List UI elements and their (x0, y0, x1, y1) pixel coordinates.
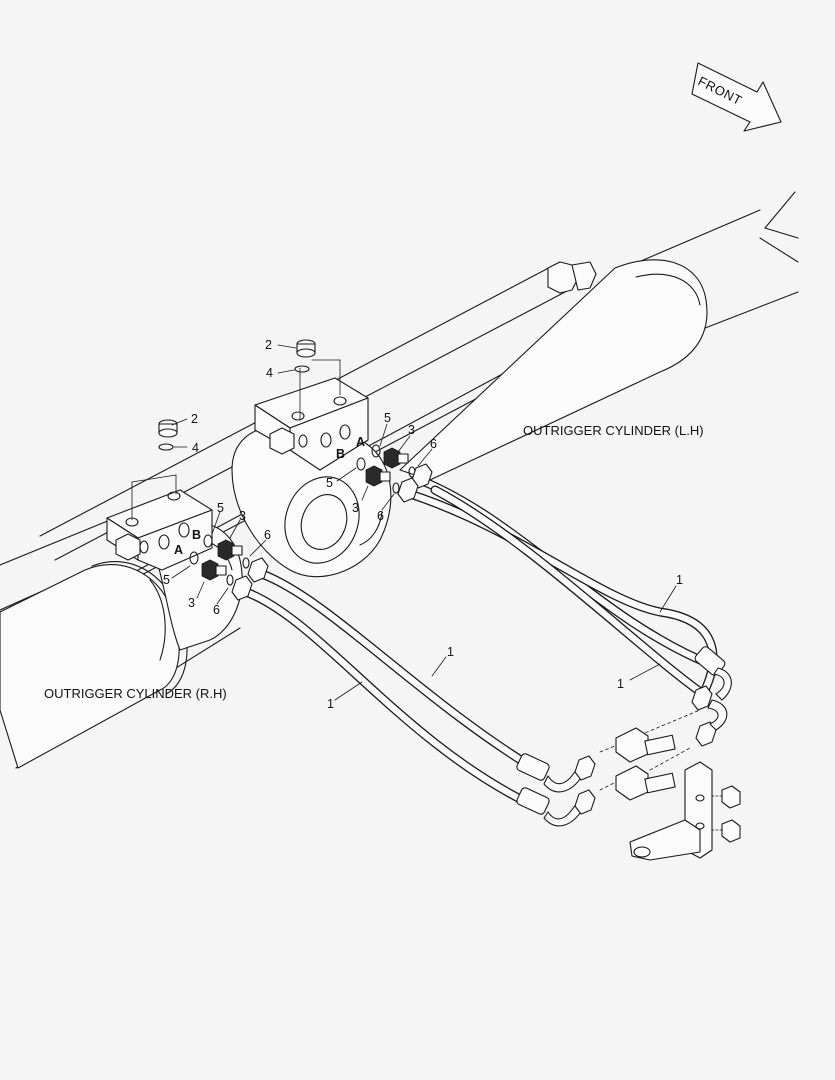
port-b-lh: B (336, 447, 345, 461)
callout-1-rh-lower: 1 (327, 697, 334, 711)
callout-5-rh-b: 5 (217, 501, 224, 515)
callout-6-lh-b: 6 (377, 509, 384, 523)
hose-end-fittings (231, 463, 732, 827)
lh-cylinder (17, 191, 799, 641)
callout-1-lh-lower: 1 (617, 677, 624, 691)
rh-cylinder (0, 474, 243, 769)
callout-leaders (171, 344, 677, 701)
callout-3-lh-b: 3 (352, 501, 359, 515)
callout-4-rh: 4 (192, 441, 199, 455)
callout-1-rh-upper: 1 (447, 645, 454, 659)
tee-fittings-bracket (599, 709, 741, 861)
callout-2-rh: 2 (191, 412, 198, 426)
callout-5-lh-b: 5 (326, 476, 333, 490)
rh-fittings (189, 534, 250, 586)
port-a-lh: A (356, 435, 365, 449)
callout-6-rh-a: 6 (213, 603, 220, 617)
callout-3-rh-a: 3 (188, 596, 195, 610)
port-a-rh: A (174, 543, 183, 557)
callout-6-lh-a: 6 (430, 437, 437, 451)
lh-plug (294, 339, 316, 373)
callout-3-lh-a: 3 (408, 423, 415, 437)
lh-cylinder-title: OUTRIGGER CYLINDER (L.H) (523, 423, 704, 438)
callout-5-lh-a: 5 (384, 411, 391, 425)
callout-4-lh: 4 (266, 366, 273, 380)
rh-plug (158, 419, 178, 451)
callout-2-lh: 2 (265, 338, 272, 352)
rh-cylinder-title: OUTRIGGER CYLINDER (R.H) (44, 686, 227, 701)
front-direction-arrow: FRONT (691, 62, 782, 132)
callout-6-rh-b: 6 (264, 528, 271, 542)
port-b-rh: B (192, 528, 201, 542)
callout-5-rh-a: 5 (163, 573, 170, 587)
callout-1-lh-upper: 1 (676, 573, 683, 587)
callout-labels: 2 4 2 4 5 A 3 6 B 5 3 6 5 B 3 6 A 5 3 6 … (163, 338, 683, 711)
hoses (241, 475, 718, 809)
callout-3-rh-b: 3 (239, 509, 246, 523)
